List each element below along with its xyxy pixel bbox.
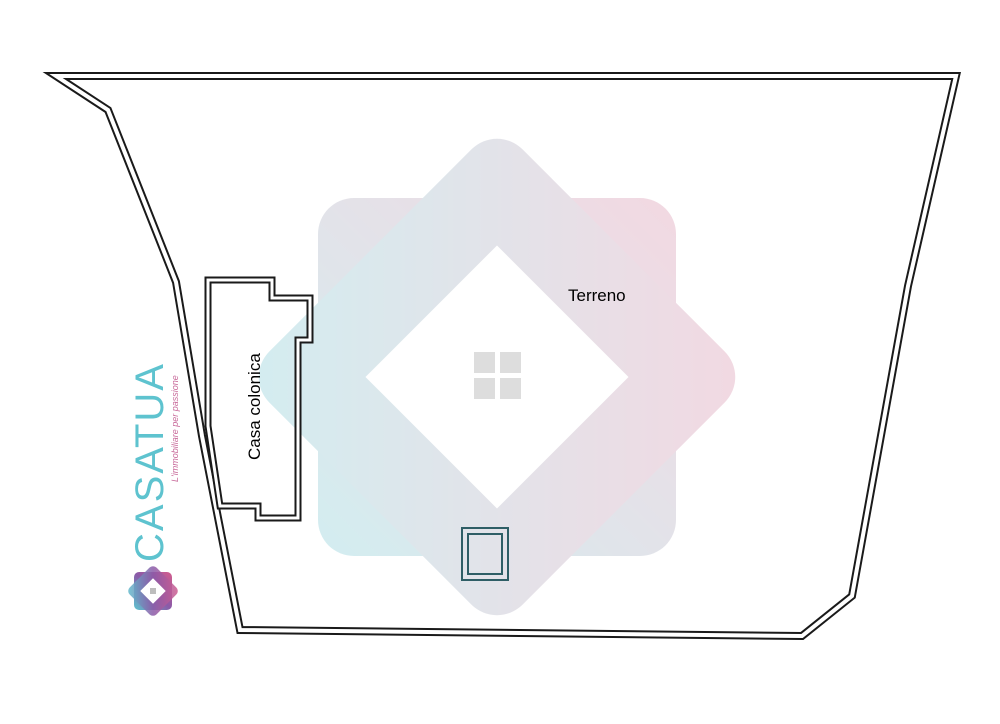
well-outline [461,527,509,581]
window-grid-icon [474,352,521,399]
brand-tagline: L'immobiliare per passione [170,375,180,482]
casatua-logo-watermark [258,138,736,616]
casatua-logo-icon [128,566,178,616]
land-boundary [42,72,962,641]
house-label: Casa colonica [245,353,264,460]
house-outline [204,276,314,522]
brand-name: CASATUA [128,362,172,562]
land-label: Terreno [568,286,626,305]
brand-logo: CASATUA L'immobiliare per passione [128,362,180,616]
